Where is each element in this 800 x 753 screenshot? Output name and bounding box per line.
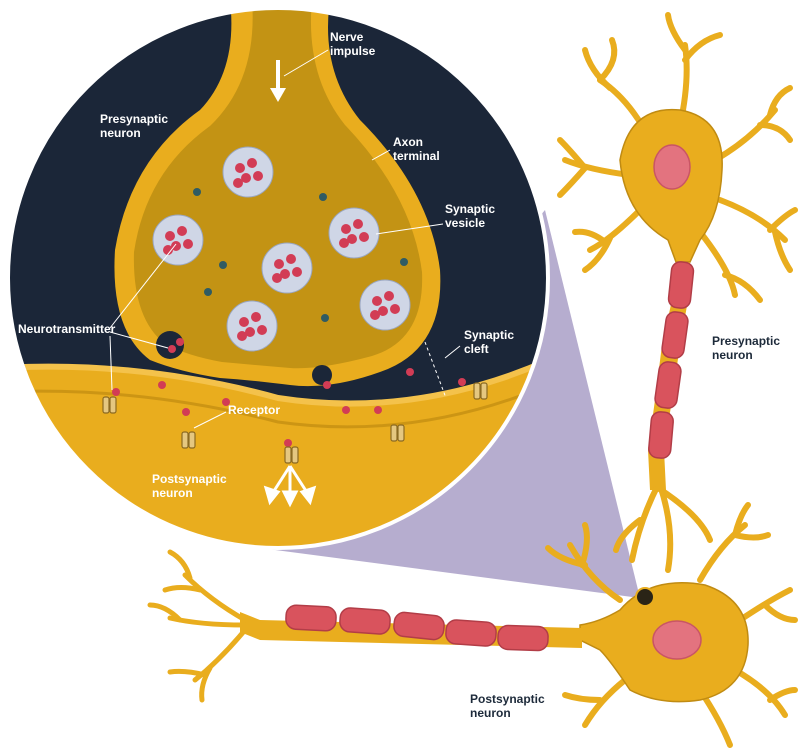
label-synaptic-vesicle: Synaptic vesicle [445, 202, 496, 230]
label-postsynaptic-main: Postsynaptic neuron [470, 692, 545, 720]
label-nerve-impulse: Nerve impulse [330, 30, 376, 58]
label-presynaptic-inset: Presynaptic neuron [100, 112, 169, 140]
response-arrows [263, 465, 317, 508]
label-postsynaptic-inset: Postsynaptic neuron [152, 472, 227, 500]
vesicle-neurotransmitters [163, 158, 400, 341]
synapse-inset [6, 6, 550, 550]
label-axon-terminal: Axon terminal [393, 135, 440, 163]
leader-lines [109, 49, 461, 429]
label-neurotransmitter: Neurotransmitter [18, 322, 116, 336]
nerve-impulse-arrow [270, 60, 286, 102]
label-receptor: Receptor [228, 403, 281, 417]
released-neurotransmitters [112, 338, 466, 447]
label-synaptic-cleft: Synaptic cleft [464, 328, 515, 356]
label-presynaptic-main: Presynaptic neuron [712, 334, 781, 362]
presynaptic-neuron [557, 12, 798, 573]
receptors [102, 382, 488, 464]
postsynaptic-neuron [147, 502, 798, 748]
